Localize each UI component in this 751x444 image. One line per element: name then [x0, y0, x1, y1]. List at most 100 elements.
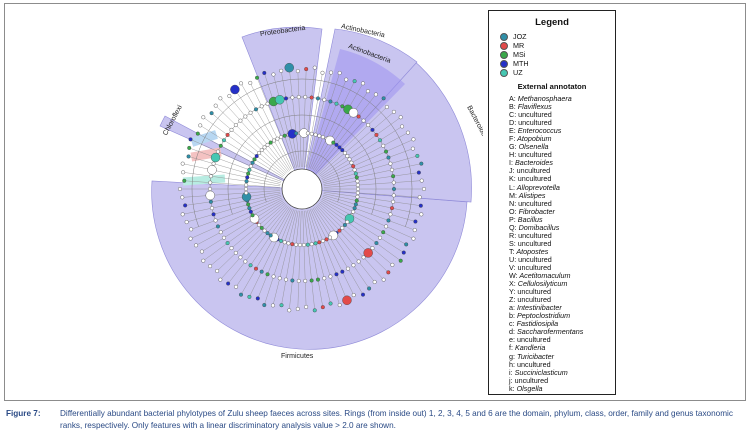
tree-branch: [186, 194, 281, 223]
label-bacteroidetes: Bacteroidetes: [465, 105, 485, 147]
highlight-o: [190, 147, 222, 162]
annotation-name: Olsenella: [516, 142, 549, 152]
tree-node: [215, 149, 220, 154]
tree-node: [351, 164, 356, 169]
chloroflexi-wedge: [159, 115, 303, 190]
annotation-key: T:: [509, 246, 515, 256]
annotation-name: Methanosphaera: [515, 94, 572, 103]
tree-node: [340, 148, 345, 153]
tree-node: [419, 161, 424, 166]
cladogram: Proteobacteria Actinobacteria Actinobact…: [151, 23, 485, 360]
tree-node: [345, 154, 350, 159]
tree-branch: [188, 156, 281, 184]
annotation-name: Atopostes: [514, 246, 549, 256]
tree-node: [253, 266, 258, 271]
tree-node: [244, 183, 249, 188]
tree-node: [391, 180, 396, 185]
tree-node: [207, 165, 217, 175]
tree-branch: [312, 83, 364, 171]
tree-node: [268, 233, 273, 238]
tree-branch: [308, 72, 340, 169]
tree-node: [262, 228, 267, 233]
tree-node: [309, 278, 314, 283]
tree-node: [410, 146, 415, 151]
annotation-name: Bacteroides: [513, 158, 553, 168]
tree-node: [391, 109, 396, 114]
annotation-entry: O: Fibrobacter: [489, 207, 615, 216]
annotation-name: Fastidiosipila: [514, 319, 559, 329]
tree-branch: [281, 210, 299, 306]
tree-node: [355, 183, 360, 188]
tree-node: [238, 118, 243, 123]
tree-branch: [220, 98, 288, 173]
tree-node: [303, 278, 308, 283]
tree-node: [259, 148, 264, 153]
tree-branch: [189, 147, 282, 182]
tree-node: [320, 70, 325, 75]
annotation-key: I:: [509, 158, 513, 168]
tree-node: [309, 95, 314, 100]
annotation-entry: Z: uncultured: [489, 296, 615, 304]
tree-node: [312, 65, 317, 70]
tree-branch: [289, 67, 300, 168]
tree-branch: [323, 163, 422, 185]
annotation-key: Q:: [509, 222, 517, 232]
tree-node: [243, 186, 248, 191]
tree-node: [340, 269, 345, 274]
annotation-name: uncultured: [515, 359, 551, 369]
tree-node: [265, 142, 270, 147]
tree-branch: [305, 72, 323, 168]
tree-node: [313, 241, 318, 246]
tree-node: [248, 110, 253, 115]
annotation-name: uncultured: [516, 254, 552, 264]
tree-node: [218, 96, 223, 101]
tree-branch: [318, 111, 395, 176]
tree-node: [353, 171, 358, 176]
annotation-entry: Y: uncultured: [489, 288, 615, 296]
legend-site-label: MR: [513, 41, 525, 50]
tree-ring: [227, 114, 377, 215]
tree-node: [180, 161, 185, 166]
annotation-name: Olsgella: [514, 383, 543, 393]
tree-node: [346, 266, 351, 271]
tree-node: [180, 212, 185, 217]
annotation-name: uncultured: [514, 166, 551, 176]
tree-node: [315, 96, 320, 101]
tree-node: [384, 105, 389, 110]
tree-branch: [319, 201, 401, 261]
tree-node: [390, 262, 395, 267]
annotation-entry: V: uncultured: [489, 262, 615, 272]
annotation-entry: j: uncultured: [489, 376, 615, 385]
tree-node: [221, 235, 226, 240]
tree-node: [182, 178, 187, 183]
tree-node: [342, 295, 352, 305]
tree-node: [386, 218, 391, 223]
tree-node: [309, 131, 314, 136]
tree-node: [413, 219, 418, 224]
legend-site-label: JOZ: [513, 32, 527, 41]
tree-branch: [191, 196, 282, 230]
tree-node: [391, 199, 396, 204]
annotation-name: Domibacillus: [516, 222, 560, 232]
tree-node: [365, 89, 370, 94]
actinobacteria-class-wedge: [302, 49, 405, 189]
tree-node: [361, 292, 366, 297]
tree-node: [284, 277, 289, 282]
annotation-name: uncultured: [515, 262, 552, 272]
tree-node: [415, 153, 420, 158]
tree-ring: [191, 78, 413, 227]
tree-node: [215, 268, 220, 273]
annotation-key: N:: [509, 198, 517, 208]
tree-root: [281, 168, 323, 210]
tree-branch: [297, 210, 302, 309]
tree-node: [381, 277, 386, 282]
tree-branch: [316, 205, 384, 280]
tree-node: [388, 161, 393, 166]
tree-branch: [264, 72, 296, 169]
annotation-entry: Q: Domibacillus: [489, 222, 615, 232]
tree-branch: [250, 82, 293, 170]
tree-node: [401, 250, 406, 255]
tree-branch: [216, 204, 287, 272]
tree-node: [416, 170, 421, 175]
